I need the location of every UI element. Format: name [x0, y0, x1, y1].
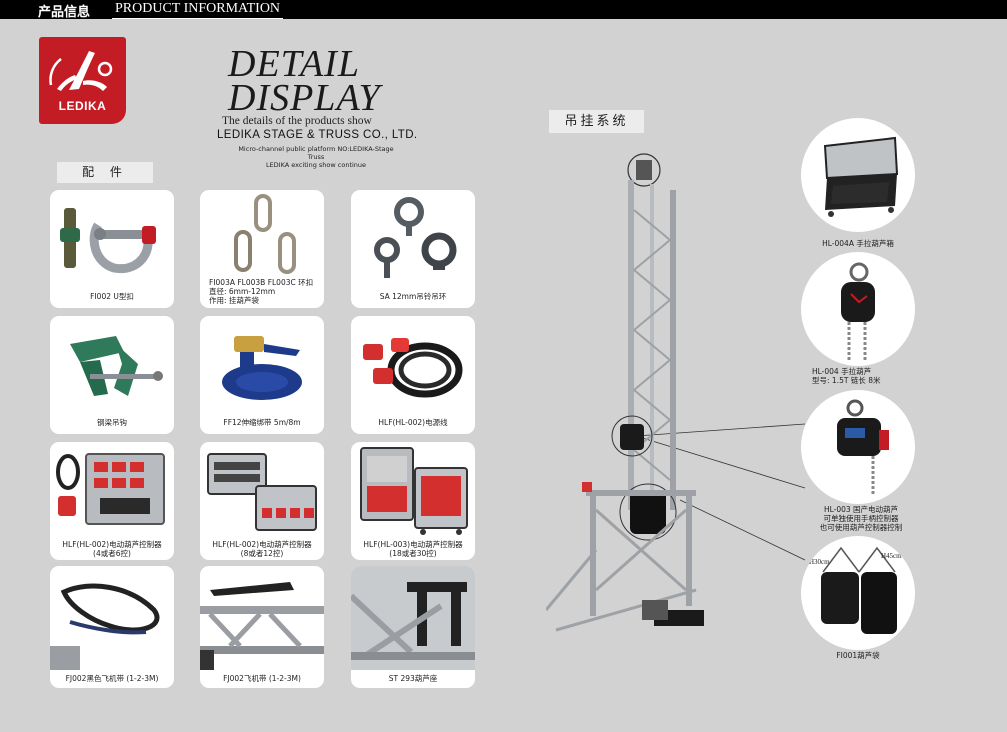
caption-line: (18或者30控)	[389, 549, 437, 558]
ratchet-strap-image	[222, 336, 302, 400]
electric-hoist-image	[837, 399, 889, 494]
caption-line: (4或者6控)	[93, 549, 131, 558]
hoisting-label: 吊挂系统	[549, 110, 644, 133]
chain-hoist-image	[841, 262, 875, 360]
card-eye-bolt[interactable]: SA 12mm吊铃吊环	[351, 190, 475, 308]
card-caption: FF12伸缩绑带 5m/8m	[223, 418, 301, 427]
card-caption: SA 12mm吊铃吊环	[379, 292, 447, 301]
card-carabiner[interactable]: FI003A FL003B FL003C 环扣 直径: 6mm-12mm 作用:…	[200, 190, 324, 308]
u-shackle-image	[60, 208, 156, 274]
hoist-case-image	[823, 136, 899, 217]
product-caption: HL-003 国产电动葫芦 可单独使用手柄控制器 也可使用葫芦控制器控制	[806, 505, 916, 532]
card-hoist-base[interactable]: ST 293葫芦座	[351, 566, 475, 688]
beam-clamp-image	[70, 336, 163, 396]
card-controller-8-12[interactable]: HLF(HL-002)电动葫芦控制器 (8或者12控)	[200, 442, 324, 560]
card-caption: ST 293葫芦座	[388, 674, 438, 683]
product-circle-chain-hoist[interactable]	[801, 252, 915, 366]
tagline: The details of the products show	[222, 115, 372, 127]
card-controller-18-30[interactable]: HLF(HL-003)电动葫芦控制器 (18或者30控)	[351, 442, 475, 560]
caption-line: 作用: 挂葫芦袋	[209, 296, 259, 305]
product-circle-electric-hoist[interactable]	[801, 390, 915, 504]
card-caption: FI002 U型扣	[90, 292, 134, 301]
bag-dimension-b: H45cm	[881, 552, 902, 560]
platform-line: Micro-channel public platform NO:LEDIKA-…	[238, 145, 394, 161]
ledika-logo: LEDIKA	[39, 37, 126, 124]
card-beam-clamp[interactable]: 钢梁吊钩	[50, 316, 174, 434]
card-sling[interactable]: FJ002飞机带 (1-2-3M)	[200, 566, 324, 688]
hoist-bag-image	[821, 546, 897, 634]
card-caption: HLF(HL-003)电动葫芦控制器 (18或者30控)	[351, 540, 475, 558]
caption-line: 也可使用葫芦控制器控制	[819, 523, 903, 532]
accessories-label: 配 件	[57, 162, 153, 183]
title-line-2: DISPLAY	[228, 77, 381, 119]
bag-dimension-a: H30cm	[809, 558, 830, 566]
logo-wordmark: LEDIKA	[58, 99, 107, 113]
card-black-sling[interactable]: FJ002黑色飞机带 (1-2-3M)	[50, 566, 174, 688]
caption-line: HL-004A 手拉葫芦箱	[822, 239, 894, 248]
title-line-1: DETAIL	[228, 43, 360, 85]
caption-line: HLF(HL-003)电动葫芦控制器	[363, 540, 463, 549]
header-bar: 产品信息 PRODUCT INFORMATION	[0, 0, 1007, 20]
card-caption: HLF(HL-002)电源线	[378, 418, 448, 427]
caption-line: 可单独使用手柄控制器	[823, 514, 899, 523]
caption-line: 直径: 6mm-12mm	[209, 287, 276, 296]
caption-line: 型号: 1.5T 链长 8米	[812, 376, 881, 385]
hoist-base-image	[351, 566, 475, 670]
caption-line: HL-004 手拉葫芦	[812, 367, 872, 376]
card-ratchet-strap[interactable]: FF12伸缩绑带 5m/8m	[200, 316, 324, 434]
truss-tower-image	[546, 153, 704, 632]
header-title-en: PRODUCT INFORMATION	[112, 0, 284, 19]
product-circle-hoist-bag[interactable]: H30cm H45cm	[801, 536, 915, 650]
card-caption: HLF(HL-002)电动葫芦控制器 (8或者12控)	[200, 540, 324, 558]
controller-image	[207, 453, 317, 531]
caption-line: (8或者12控)	[240, 549, 284, 558]
caption-line: HLF(HL-002)电动葫芦控制器	[62, 540, 162, 549]
product-caption: FI001葫芦袋	[801, 651, 915, 660]
company-name: LEDIKA STAGE & TRUSS CO., LTD.	[217, 129, 418, 141]
caption-line: FI001葫芦袋	[836, 651, 880, 660]
eye-bolt-image	[374, 197, 457, 278]
caption-line: FI003A FL003B FL003C 环扣	[209, 278, 314, 287]
card-caption: FI003A FL003B FL003C 环扣 直径: 6mm-12mm 作用:…	[209, 278, 321, 305]
card-caption: HLF(HL-002)电动葫芦控制器 (4或者6控)	[50, 540, 174, 558]
caption-line: HL-003 国产电动葫芦	[823, 505, 899, 514]
caption-line: HLF(HL-002)电动葫芦控制器	[212, 540, 312, 549]
product-caption: HL-004A 手拉葫芦箱	[801, 239, 915, 248]
slogan-line: LEDIKA exciting show continue	[265, 161, 367, 169]
card-power-cable[interactable]: HLF(HL-002)电源线	[351, 316, 475, 434]
page-title: DETAIL DISPLAY	[228, 43, 381, 119]
power-cable-image	[363, 338, 463, 398]
controller-image	[56, 453, 165, 525]
product-caption: HL-004 手拉葫芦 型号: 1.5T 链长 8米	[812, 367, 912, 385]
product-circle-case[interactable]	[801, 118, 915, 232]
ledika-logo-icon	[49, 51, 113, 91]
card-caption: FJ002飞机带 (1-2-3M)	[223, 674, 301, 683]
carabiner-image	[234, 194, 296, 274]
platform-info: Micro-channel public platform NO:LEDIKA-…	[231, 145, 401, 169]
card-caption: 钢梁吊钩	[97, 418, 127, 427]
header-title-cn: 产品信息	[38, 5, 91, 20]
card-caption: FJ002黑色飞机带 (1-2-3M)	[65, 674, 159, 683]
sling-image	[200, 582, 324, 670]
card-controller-4-6[interactable]: HLF(HL-002)电动葫芦控制器 (4或者6控)	[50, 442, 174, 560]
controller-image	[360, 447, 468, 535]
black-sling-image	[50, 583, 160, 670]
card-u-shackle[interactable]: FI002 U型扣	[50, 190, 174, 308]
